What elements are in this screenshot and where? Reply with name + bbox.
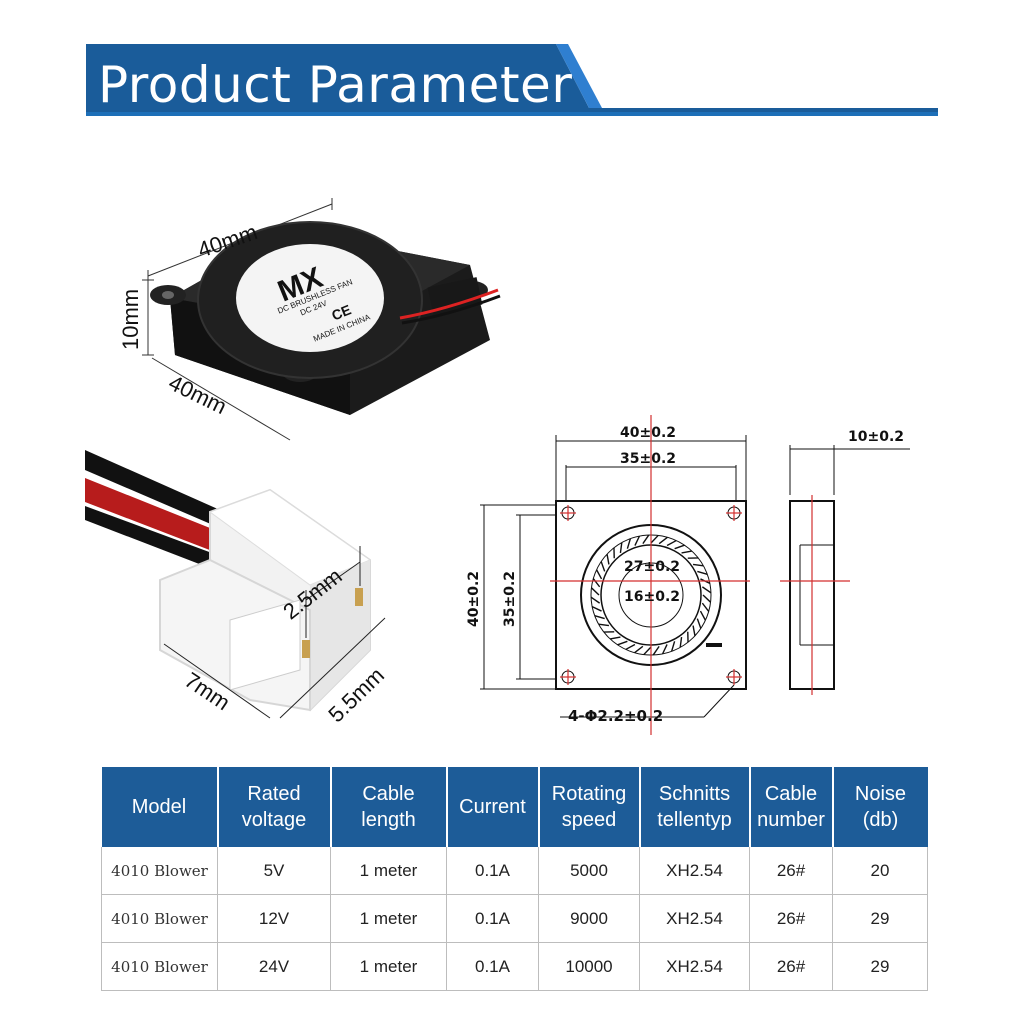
page-title: Product Parameter [98,56,573,114]
impeller-blade [658,536,668,545]
impeller-blade [679,636,683,648]
cell-model: 4010 Blower [101,942,218,991]
header-noise: Noise(db) [832,767,928,847]
cell-speed: 9000 [538,894,640,943]
cell-model: 4010 Blower [101,894,218,943]
cell-noise: 20 [832,847,928,895]
impeller-blade [606,554,610,565]
impeller-blade [590,596,601,604]
impeller-blade [610,636,621,640]
impeller-blade [634,645,644,654]
cell-current: 0.1A [446,894,539,943]
cell-voltage: 12V [217,894,331,943]
cell-current: 0.1A [446,942,539,991]
table-row: 4010 Blower 5V 1 meter 0.1A 5000 XH2.54 … [101,847,928,895]
cell-current: 0.1A [446,847,539,895]
cell-connector: XH2.54 [639,847,750,895]
impeller-blade [595,569,603,580]
cell-cable-length: 1 meter [330,847,447,895]
connector-photo: 2.5mm 7mm 5.5mm [85,450,389,727]
impeller-blade [625,643,636,651]
impeller-blade [666,539,677,547]
cell-connector: XH2.54 [639,942,750,991]
cell-cable-number: 26# [749,847,833,895]
dim-inner-hub: 16±0.2 [624,589,680,605]
impeller-blade [594,614,605,620]
fan-photo: MX DC BRUSHLESS FAN DC 24V CE MADE IN CH… [118,198,501,441]
impeller-blade [697,570,708,576]
impeller-blade [643,646,652,656]
header-model: Model [101,767,219,847]
impeller-blade [600,561,606,572]
ce-mark: CE [329,301,353,323]
dim-inner-outer: 27±0.2 [624,559,680,575]
cell-noise: 29 [832,942,928,991]
cell-cable-number: 26# [749,942,833,991]
impeller-blade [699,610,707,621]
dim-outer-left: 40±0.2 [466,571,482,627]
header-current: Current [446,767,540,847]
dim-outer-top: 40±0.2 [620,425,676,441]
impeller-blade [617,640,628,646]
impeller-blade [661,644,668,655]
dim-hole-top: 35±0.2 [620,451,676,467]
table-row: 4010 Blower 24V 1 meter 0.1A 10000 XH2.5… [101,942,928,991]
cell-speed: 5000 [538,847,640,895]
impeller-blade [701,602,710,612]
impeller-blade [650,534,659,544]
cell-connector: XH2.54 [639,894,750,943]
impeller-blade [702,594,712,603]
cell-speed: 10000 [538,942,640,991]
cell-noise: 29 [832,894,928,943]
dim-depth: 40mm [165,370,231,419]
table-row: 4010 Blower 12V 1 meter 0.1A 9000 XH2.54… [101,894,928,943]
impeller-blade [692,563,704,567]
impeller-blade [592,578,601,588]
impeller-blade [692,625,696,636]
technical-drawing: 40±0.2 35±0.2 10±0.2 40±0.2 35±0.2 27±0.… [466,415,910,735]
cell-cable-number: 26# [749,894,833,943]
header-banner [86,44,938,116]
dim-side-thickness: 10±0.2 [848,429,904,445]
cell-model: 4010 Blower [101,847,218,895]
impeller-blade [591,605,602,612]
cell-cable-length: 1 meter [330,894,447,943]
impeller-blade [696,618,702,629]
impeller-blade [642,534,650,545]
impeller-blade [674,544,685,550]
impeller-blade [619,542,623,554]
cell-cable-length: 1 meter [330,942,447,991]
cell-voltage: 5V [217,847,331,895]
impeller-blade [598,623,610,627]
impeller-blade [590,587,600,596]
impeller-blade [670,641,676,652]
dim-hole-left: 35±0.2 [502,571,518,627]
dim-height: 10mm [118,289,143,350]
impeller-blade [626,538,632,549]
dim-holes: 4-Φ2.2±0.2 [568,707,663,725]
impeller-blade [634,535,641,546]
impeller-blade [652,645,660,656]
cell-voltage: 24V [217,942,331,991]
impeller-blade [681,550,692,554]
impeller-blade [701,586,712,594]
